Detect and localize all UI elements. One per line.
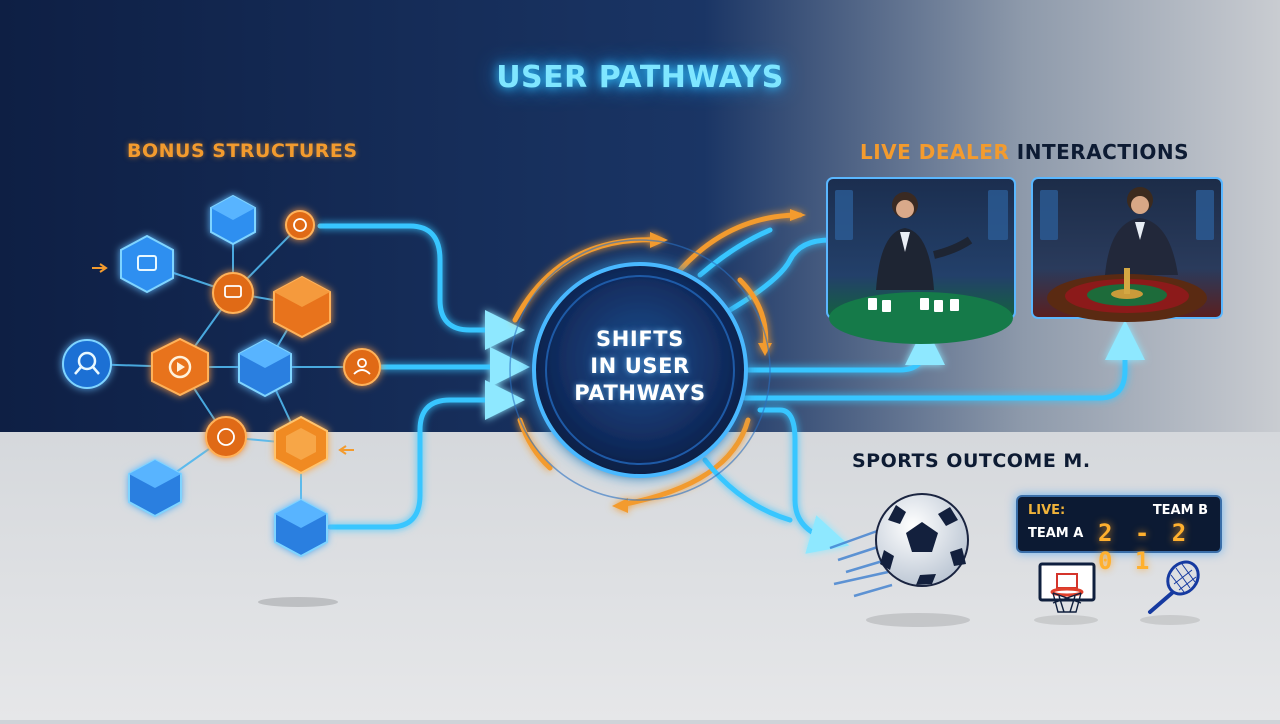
soccer-ball-icon — [829, 493, 970, 627]
live-dealer-label: LIVE DEALER INTERACTIONS — [860, 140, 1189, 164]
orange-circle-node — [205, 416, 247, 458]
blue-cube-node — [210, 194, 256, 246]
scoreboard-team-b: TEAM B — [1152, 503, 1208, 518]
bonus-structures-label: BONUS STRUCTURES — [127, 140, 358, 162]
blue-cube-node — [274, 498, 328, 558]
scoreboard-team-a: TEAM A — [1028, 526, 1084, 541]
blue-cube-node — [128, 458, 182, 518]
basketball-hoop-icon — [1034, 562, 1098, 625]
hub-circle — [532, 262, 748, 478]
live-dealer-label-highlight: LIVE DEALER — [860, 140, 1010, 164]
blue-cube-node — [120, 234, 174, 294]
blue-circle-node — [62, 339, 112, 389]
hub-label: SHIFTS IN USER PATHWAYS — [540, 326, 740, 407]
orange-cube-node — [273, 275, 331, 339]
dealer-body — [876, 228, 934, 290]
live-dealer-card-roulette — [1031, 177, 1223, 322]
hub-label-line: SHIFTS — [596, 327, 684, 351]
left-pathways — [317, 223, 530, 530]
playing-cards — [868, 298, 959, 312]
roulette-icon — [1047, 268, 1207, 322]
blue-cube-node — [238, 338, 292, 398]
small-arrow-icon — [92, 263, 108, 273]
diagram-title: USER PATHWAYS — [496, 60, 784, 95]
hub-label-line: PATHWAYS — [574, 381, 706, 405]
scoreboard-live-label: LIVE: — [1028, 503, 1066, 518]
floor-shadow — [258, 597, 338, 607]
small-arrow-icon — [338, 445, 354, 455]
orange-cube-node — [274, 415, 328, 475]
hub-label-line: IN USER — [590, 354, 690, 378]
orange-circle-node — [212, 272, 254, 314]
orange-cube-node — [151, 337, 209, 397]
hub-inner-ring — [545, 275, 735, 465]
live-dealer-card-blackjack — [826, 177, 1016, 344]
sports-outcome-label: SPORTS OUTCOME M. — [852, 450, 1091, 472]
hub-outer-ring — [509, 239, 771, 501]
live-dealer-label-rest: INTERACTIONS — [1009, 140, 1190, 164]
orange-circle-node — [285, 210, 315, 240]
scoreboard: LIVE: TEAM B TEAM A 2 - 2 0 1 — [1016, 495, 1222, 575]
scoreboard-score: 2 - 2 0 1 — [1098, 519, 1191, 575]
tennis-racket-icon — [1140, 560, 1200, 625]
orange-circle-node — [343, 348, 381, 386]
